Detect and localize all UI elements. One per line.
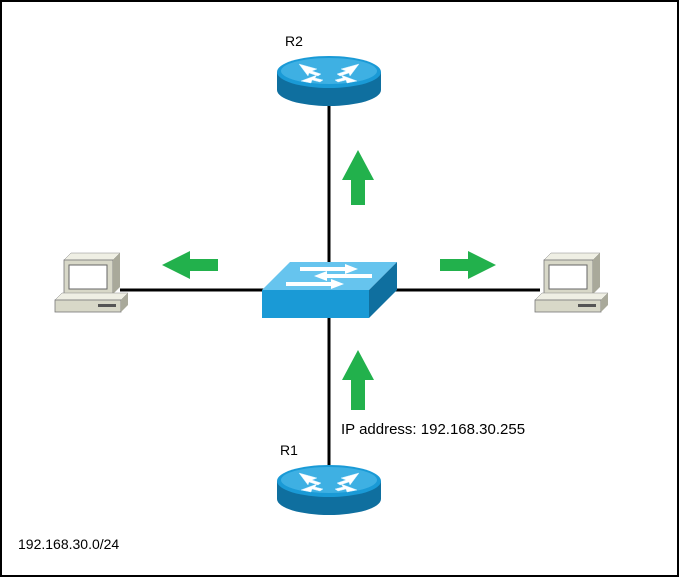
switch[interactable]	[262, 262, 397, 318]
router-r2[interactable]	[277, 56, 381, 106]
switch-arrows-icon	[286, 264, 372, 289]
arrow-right-to-pc	[440, 251, 496, 279]
arrow-up-to-r1	[342, 350, 374, 410]
pc-left[interactable]	[54, 252, 129, 313]
arrow-up-to-r2	[342, 150, 374, 205]
router-r1[interactable]	[277, 465, 381, 515]
arrow-left-to-pc	[162, 251, 218, 279]
router-arrows-icon	[298, 63, 360, 84]
r1-label: R1	[280, 442, 298, 458]
r2-label: R2	[285, 33, 303, 49]
r1-ip-label: IP address: 192.168.30.255	[341, 421, 526, 438]
network-label: 192.168.30.0/24	[18, 536, 120, 552]
pc-right[interactable]	[534, 252, 609, 313]
router-arrows-icon	[298, 472, 360, 493]
